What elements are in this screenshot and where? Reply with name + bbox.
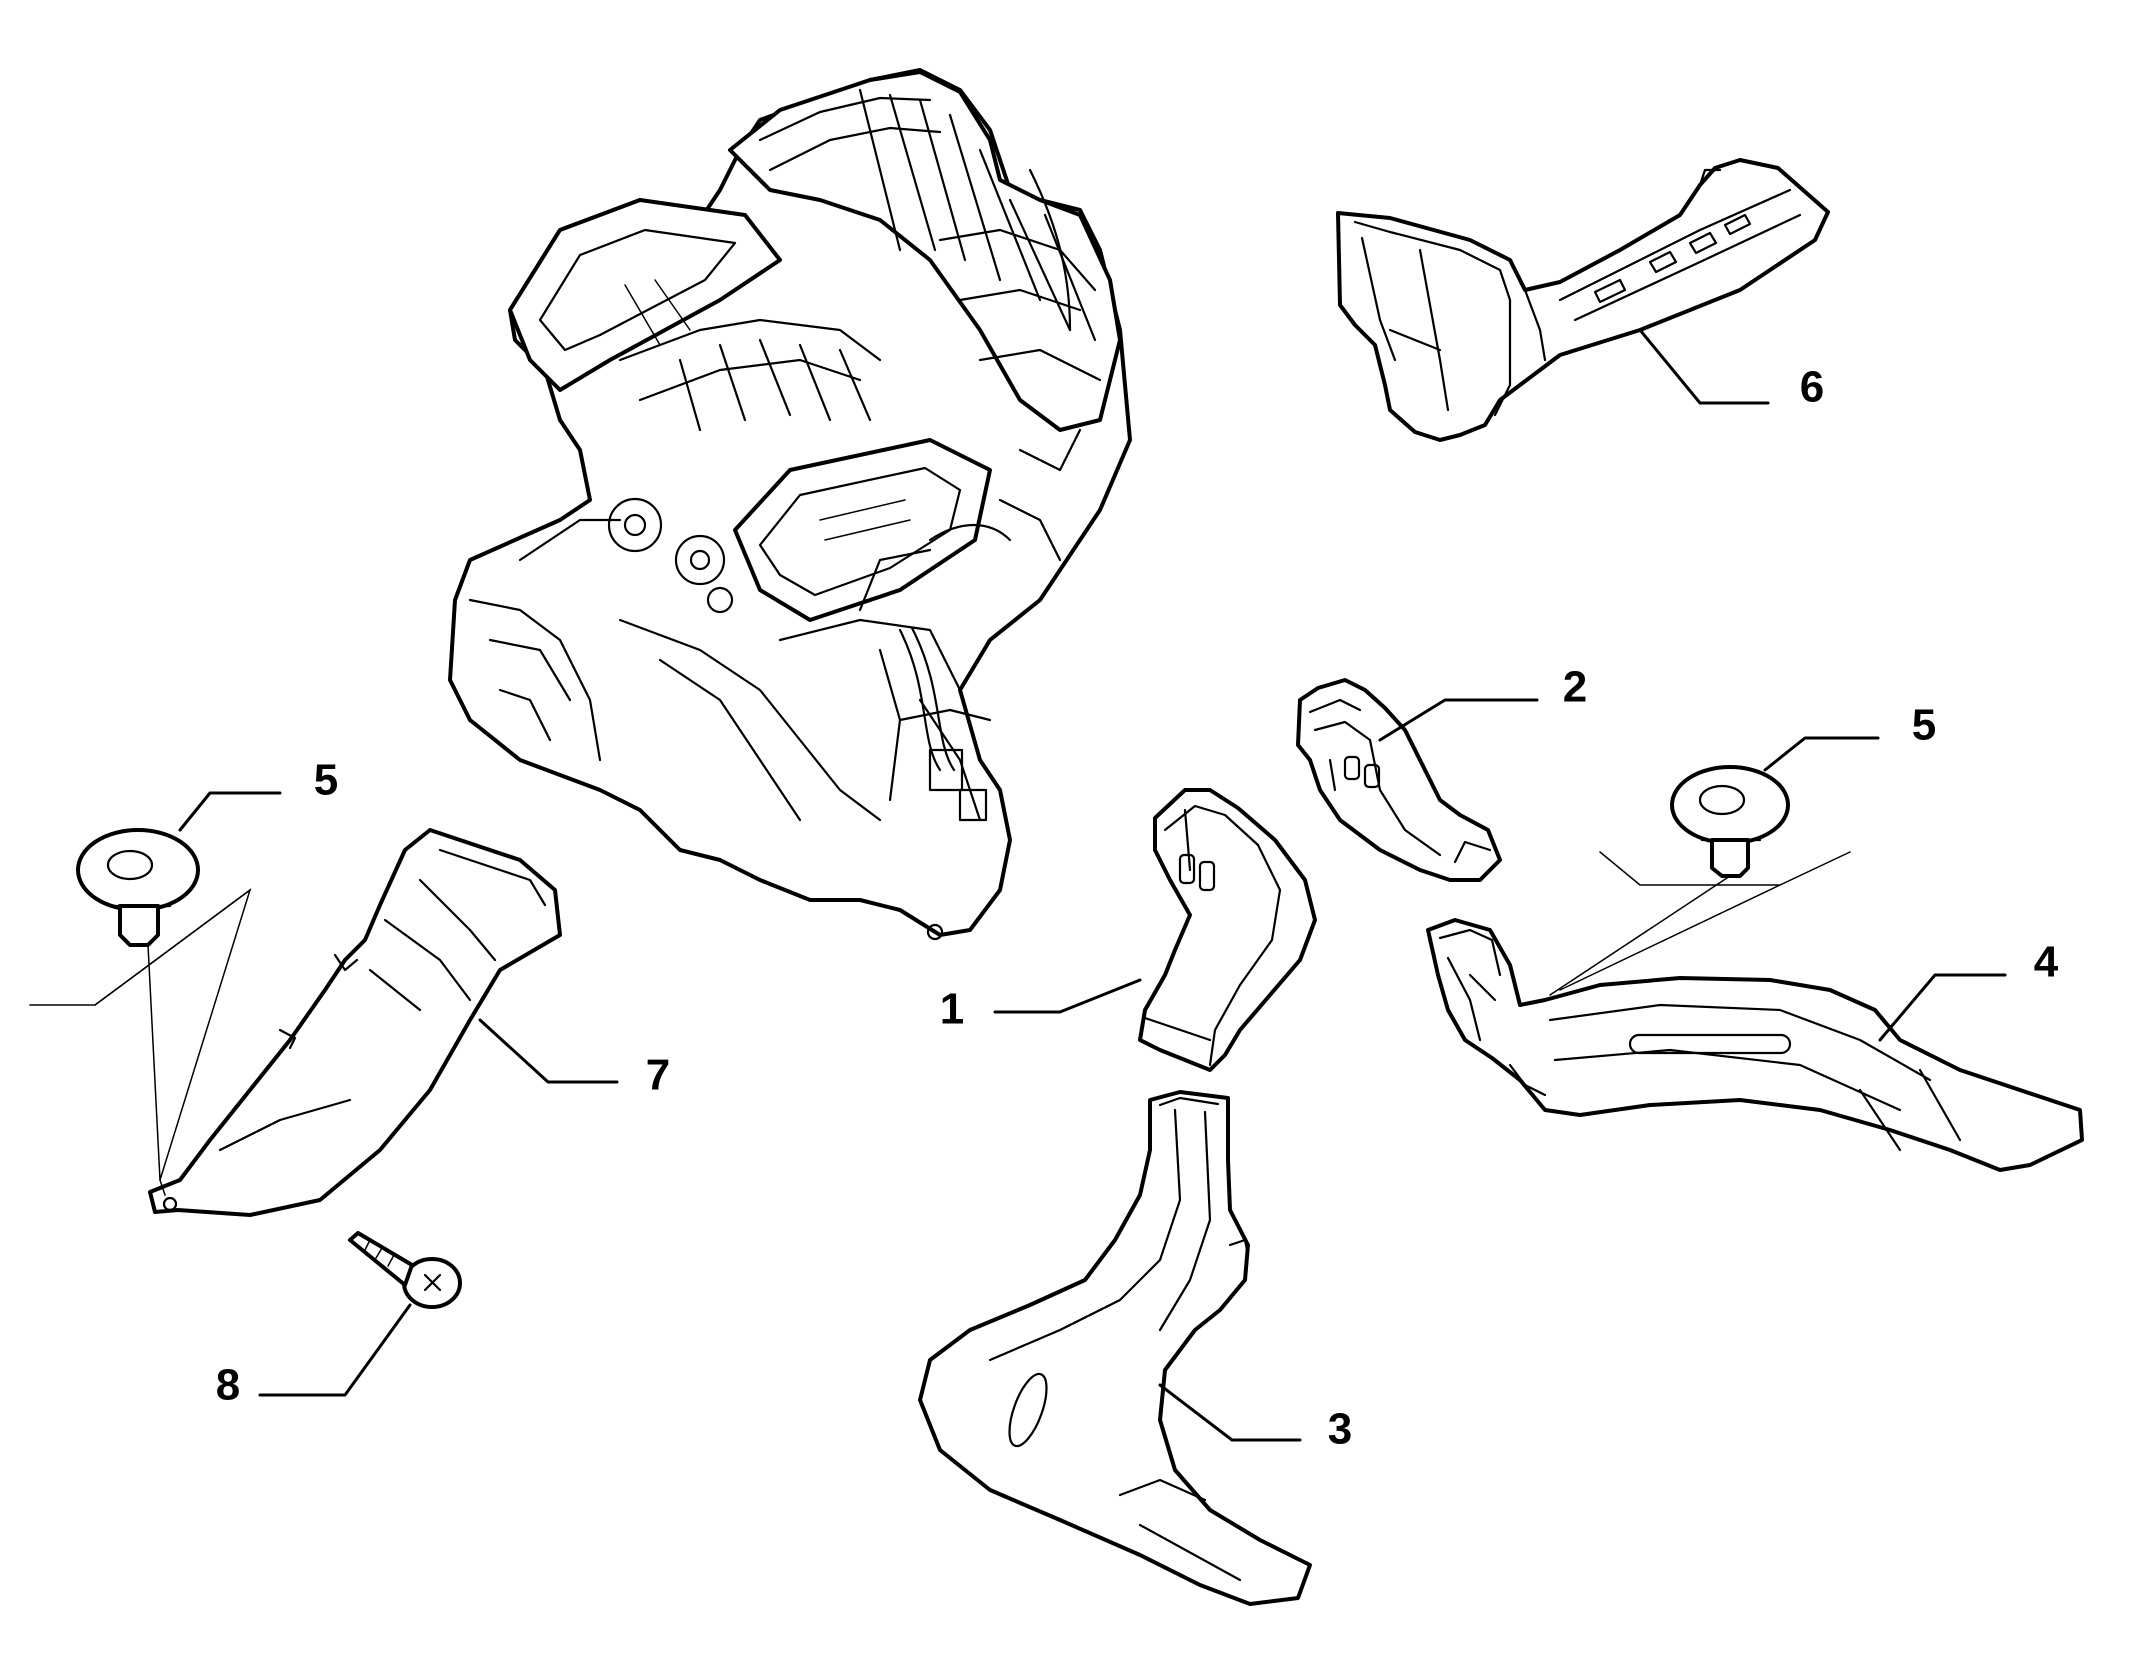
part-5-push-clip-right: [1670, 765, 1790, 878]
leader-5-right: [1763, 736, 1880, 772]
callout-2: 2: [1563, 663, 1587, 712]
leader-2: [1378, 698, 1539, 742]
leader-6: [1638, 328, 1770, 405]
locating-lines: [29, 851, 1851, 1196]
leader-7: [478, 1018, 619, 1084]
part-4-duct: [1426, 918, 2084, 1172]
callout-6: 6: [1800, 363, 1824, 412]
callout-5-left: 5: [314, 756, 338, 805]
part-6-duct: [1336, 158, 1830, 442]
leader-3: [1158, 1383, 1302, 1442]
callout-4: 4: [2034, 938, 2059, 987]
part-2-duct: [1296, 678, 1502, 882]
heater-assembly: [448, 68, 1132, 941]
callout-3: 3: [1328, 1405, 1352, 1454]
callout-5-right: 5: [1912, 701, 1936, 750]
callout-1: 1: [940, 985, 964, 1034]
callout-leaders: [178, 328, 2007, 1442]
callout-7: 7: [646, 1051, 670, 1100]
part-8-screw: [348, 1231, 462, 1309]
leader-8: [258, 1303, 412, 1397]
leader-1: [993, 978, 1142, 1014]
callout-8: 8: [216, 1361, 240, 1410]
part-3-duct: [918, 1090, 1312, 1606]
leader-4: [1878, 973, 2007, 1042]
callout-numbers: 1 2 3 4 5 5 6 7 8: [216, 363, 2059, 1454]
part-1-duct: [1138, 788, 1317, 1072]
part-7-duct: [148, 828, 562, 1217]
leader-5-left: [178, 791, 282, 832]
part-5-push-clip-left: [76, 828, 200, 947]
